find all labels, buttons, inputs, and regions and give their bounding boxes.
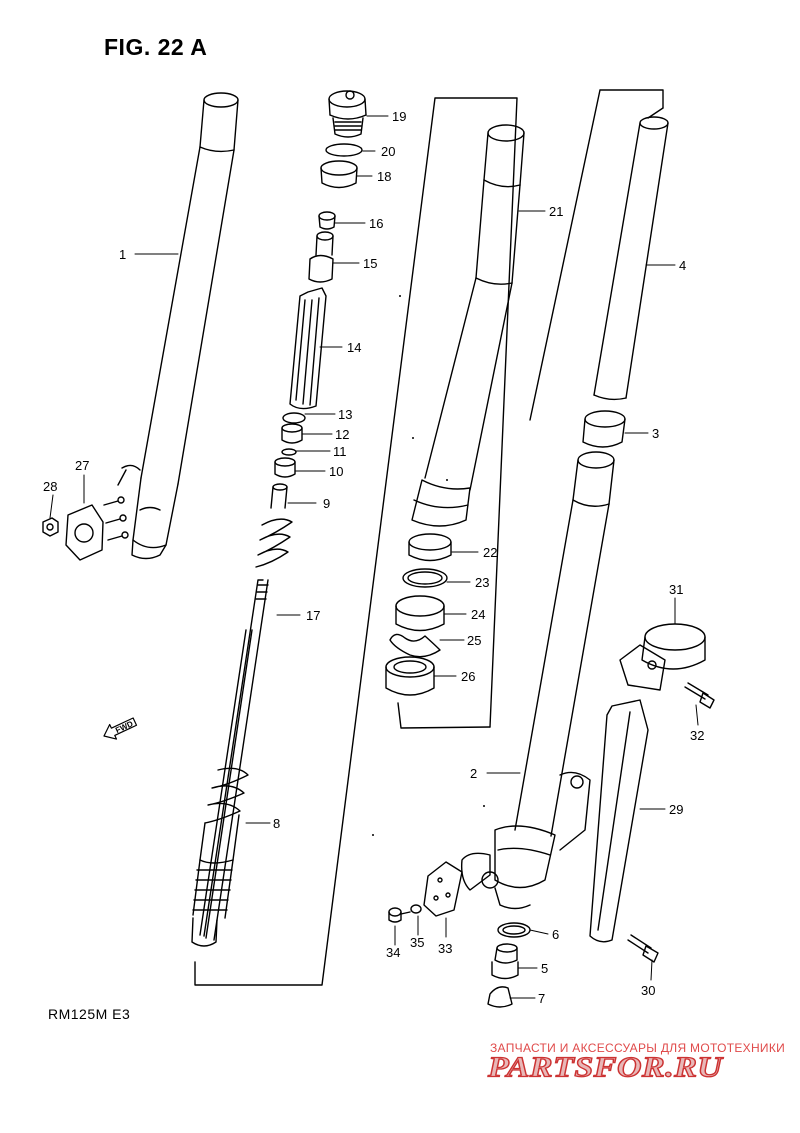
callout-34: 34 (386, 945, 400, 960)
part-3-slide-bushing (582, 410, 626, 448)
part-15-adjuster (308, 231, 334, 283)
scan-specks (372, 295, 485, 836)
callout-13: 13 (338, 407, 352, 422)
part-14-rod (289, 287, 327, 410)
part-34-bolt (388, 907, 411, 923)
callout-23: 23 (475, 575, 489, 590)
part-33-bracket (423, 861, 463, 917)
part-28-nut (42, 517, 59, 537)
part-12-nut (281, 423, 303, 444)
part-4-tube (593, 116, 669, 401)
callout-16: 16 (369, 216, 383, 231)
callout-32: 32 (690, 728, 704, 743)
part-8-spring (191, 767, 249, 947)
part-26-dust-seal (385, 656, 435, 696)
callout-6: 6 (552, 927, 559, 942)
part-20-o-ring (325, 143, 363, 157)
part-6-o-ring (497, 922, 531, 938)
callout-10: 10 (329, 464, 343, 479)
part-29-fork-guard (589, 699, 649, 943)
callout-18: 18 (377, 169, 391, 184)
callout-31: 31 (669, 582, 683, 597)
callout-26: 26 (461, 669, 475, 684)
part-31-clamp (619, 623, 706, 691)
part-35-washer (410, 904, 422, 914)
part-32-bolt (684, 682, 715, 709)
callout-3: 3 (652, 426, 659, 441)
callout-11: 11 (333, 444, 347, 459)
callout-20: 20 (381, 144, 395, 159)
fwd-label: FWD (114, 719, 135, 735)
callout-2: 2 (470, 766, 477, 781)
callout-1: 1 (119, 247, 126, 262)
callout-33: 33 (438, 941, 452, 956)
right-frame (529, 89, 664, 421)
part-5-bolt (491, 943, 519, 980)
part-2-outer-tube-right (460, 451, 615, 910)
callout-30: 30 (641, 983, 655, 998)
damper-group-frame (194, 97, 518, 986)
part-25-stopper-ring (389, 633, 441, 658)
callout-27: 27 (75, 458, 89, 473)
forward-arrow-icon: FWD (103, 717, 138, 740)
part-7-cap (487, 986, 513, 1008)
part-1-outer-tube-left (117, 92, 239, 560)
callout-14: 14 (347, 340, 361, 355)
part-30-bolt (627, 934, 659, 963)
part-19-cap-bolt (328, 90, 367, 138)
part-13-washer (282, 412, 306, 424)
callout-29: 29 (669, 802, 683, 817)
callout-28: 28 (43, 479, 57, 494)
part-22-guide-bushing (408, 533, 452, 562)
part-16-nut (318, 211, 336, 230)
watermark-logo: PARTSFOR.RU (487, 1051, 723, 1084)
callout-7: 7 (538, 991, 545, 1006)
callout-15: 15 (363, 256, 377, 271)
callout-35: 35 (410, 935, 424, 950)
model-code: RM125M E3 (48, 1006, 131, 1022)
part-21-inner-tube (411, 124, 525, 527)
callout-5: 5 (541, 961, 548, 976)
watermark-caption: ЗАПЧАСТИ И АКСЕССУАРЫ ДЛЯ МОТОТЕХНИКИ (490, 1041, 786, 1055)
part-18-collar (320, 160, 358, 189)
part-9-rebound-spring (255, 483, 293, 568)
callout-21: 21 (549, 204, 563, 219)
callout-17: 17 (306, 608, 320, 623)
part-23-washer (402, 568, 448, 588)
leader-lines (49, 115, 699, 999)
figure-title: FIG. 22 A (104, 34, 208, 60)
callout-9: 9 (323, 496, 330, 511)
part-24-oil-seal (395, 595, 445, 632)
callout-12: 12 (335, 427, 349, 442)
part-11-ring (281, 448, 297, 456)
callout-22: 22 (483, 545, 497, 560)
callout-numbers: 1 2 3 4 5 6 7 8 9 10 11 12 13 14 15 16 1… (43, 109, 704, 1006)
callout-24: 24 (471, 607, 485, 622)
callout-4: 4 (679, 258, 686, 273)
part-17-damper-cylinder (199, 579, 269, 941)
part-27-axle-holder (65, 496, 129, 561)
callout-25: 25 (467, 633, 481, 648)
part-10-seat (274, 457, 296, 478)
callout-19: 19 (392, 109, 406, 124)
callout-8: 8 (273, 816, 280, 831)
